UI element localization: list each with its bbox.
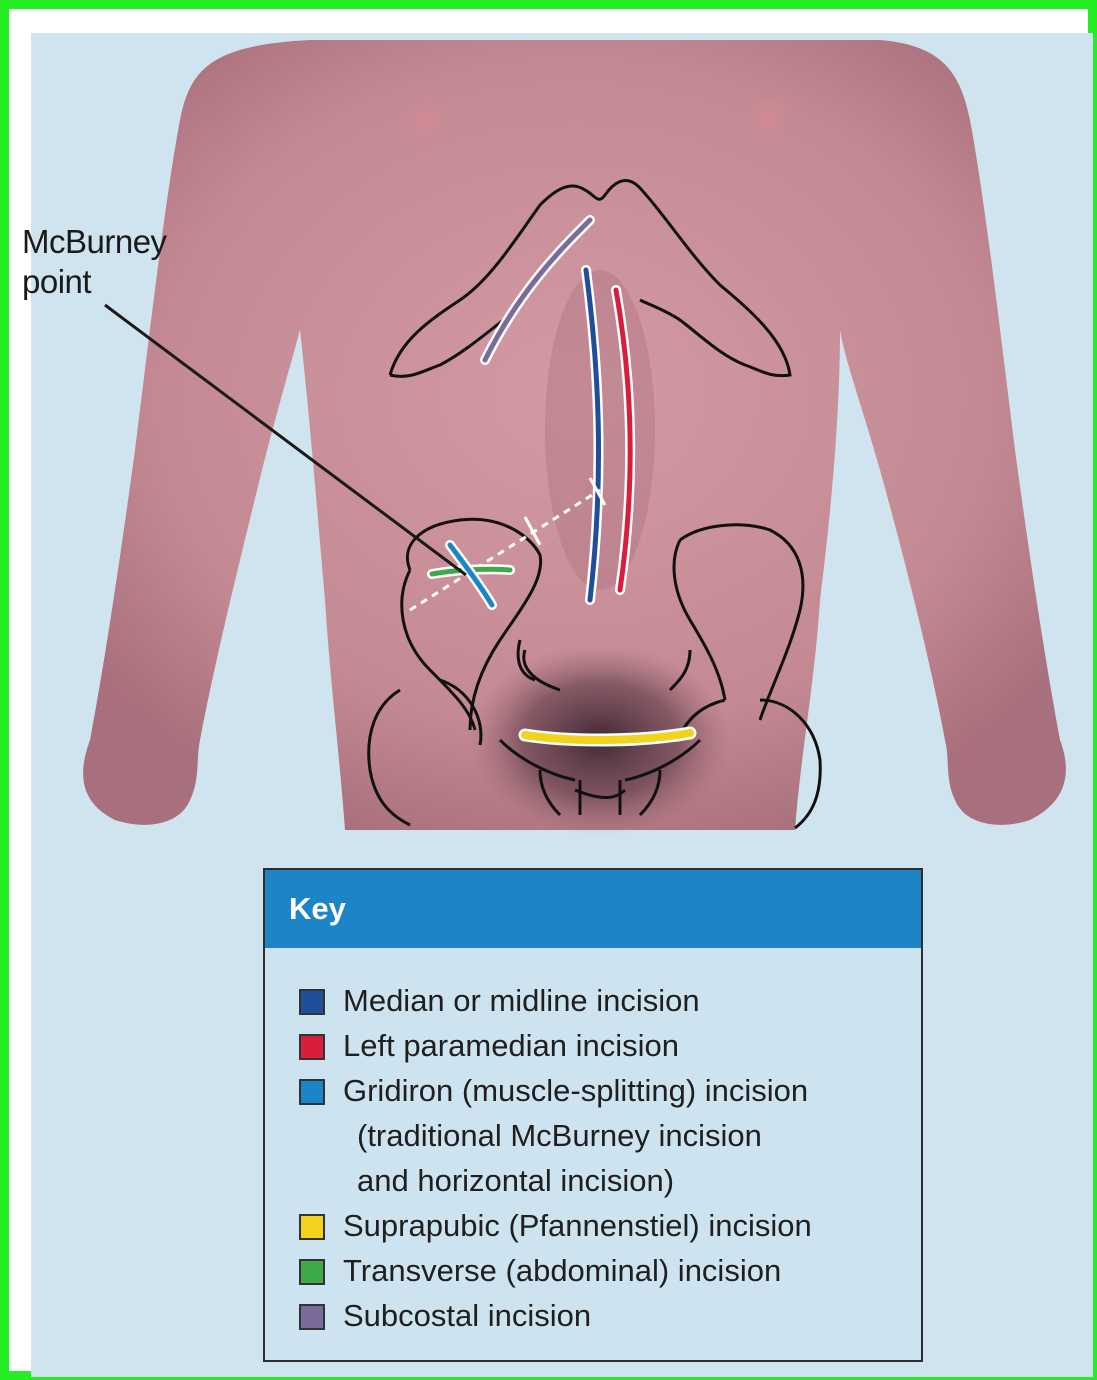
key-label: Subcostal incision [343, 1293, 591, 1338]
callout-line-2: point [22, 262, 167, 302]
left-nipple [403, 98, 447, 142]
suprapubic-swatch [299, 1214, 325, 1240]
key-list: Median or midline incision Left paramedi… [265, 948, 921, 1338]
key-item-subcostal: Subcostal incision [299, 1293, 921, 1338]
key-label-continuation: (traditional McBurney incision [357, 1113, 762, 1158]
key-item-gridiron-continuation-2: and horizontal incision) [299, 1158, 921, 1203]
key-label: Transverse (abdominal) incision [343, 1248, 781, 1293]
transverse-swatch [299, 1259, 325, 1285]
key-legend: Key Median or midline incision Left para… [263, 868, 923, 1362]
left-paramedian-swatch [299, 1034, 325, 1060]
mcburney-point-label: McBurney point [22, 222, 167, 302]
key-item-median: Median or midline incision [299, 978, 921, 1023]
callout-line-1: McBurney [22, 222, 167, 262]
right-nipple [746, 96, 790, 140]
median-swatch [299, 989, 325, 1015]
key-label: Left paramedian incision [343, 1023, 679, 1068]
key-label-continuation: and horizontal incision) [357, 1158, 674, 1203]
key-title: Key [265, 870, 921, 948]
key-item-transverse: Transverse (abdominal) incision [299, 1248, 921, 1293]
key-item-left-paramedian: Left paramedian incision [299, 1023, 921, 1068]
key-item-suprapubic: Suprapubic (Pfannenstiel) incision [299, 1203, 921, 1248]
key-item-gridiron: Gridiron (muscle-splitting) incision [299, 1068, 921, 1113]
subcostal-swatch [299, 1304, 325, 1330]
gridiron-swatch [299, 1079, 325, 1105]
key-label: Median or midline incision [343, 978, 700, 1023]
key-label: Gridiron (muscle-splitting) incision [343, 1068, 808, 1113]
key-label: Suprapubic (Pfannenstiel) incision [343, 1203, 812, 1248]
key-item-gridiron-continuation-1: (traditional McBurney incision [299, 1113, 921, 1158]
